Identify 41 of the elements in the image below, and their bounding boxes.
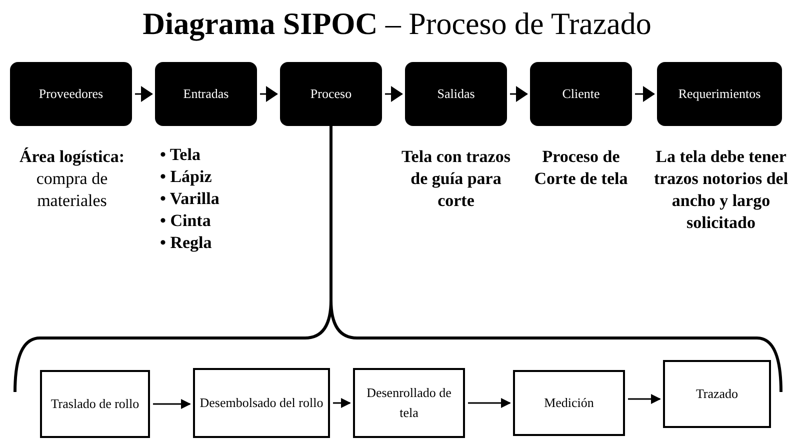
stage-box: [405, 62, 507, 126]
process-step-box: [663, 360, 771, 428]
arrow: [260, 86, 278, 102]
step-label: Proceso: [310, 85, 352, 104]
stage-description: Proceso de Corte de tela: [533, 146, 629, 190]
arrow: [635, 86, 655, 102]
diagram-title: Diagrama SIPOC – Proceso de Trazado: [142, 5, 652, 43]
list-item: • Lápiz: [160, 166, 213, 188]
step-label: Trazado: [696, 385, 738, 403]
list-item: • Cinta: [160, 210, 212, 232]
stage-box: [10, 62, 132, 126]
arrow: [468, 398, 511, 408]
process-step-box: [513, 370, 625, 436]
list-item: • Regla: [160, 232, 213, 254]
stage-box: [657, 62, 782, 126]
step-label: Cliente: [562, 85, 600, 104]
process-step-box: [40, 370, 150, 438]
stage-description: La tela debe tener trazos notorios del ancho y largo solicitado: [652, 146, 790, 234]
stage-description: Área logística: compra de materiales: [18, 146, 126, 212]
arrow: [510, 86, 528, 102]
step-label: Medición: [544, 394, 594, 412]
arrow: [385, 86, 403, 102]
stage-box: [530, 62, 632, 126]
step-label: Desenrollado de tela: [366, 384, 452, 422]
arrow: [135, 86, 153, 102]
process-step-box: [353, 368, 465, 438]
arrow: [153, 399, 191, 409]
step-label: Requerimientos: [678, 85, 761, 104]
step-label: Entradas: [183, 85, 229, 104]
step-label: Salidas: [437, 85, 475, 104]
stage-box: [155, 62, 257, 126]
stage-description: Tela con trazos de guía para corte: [400, 146, 512, 212]
process-step-box: [193, 368, 330, 438]
step-label: Desembolsado del rollo: [200, 394, 324, 412]
step-label: Proveedores: [38, 85, 104, 104]
arrow: [333, 398, 351, 408]
stage-box: [280, 62, 382, 126]
list-item: • Varilla: [160, 188, 220, 210]
list-item: • Tela: [160, 144, 202, 166]
step-label: Traslado de rollo: [50, 395, 140, 413]
arrow: [628, 394, 661, 404]
